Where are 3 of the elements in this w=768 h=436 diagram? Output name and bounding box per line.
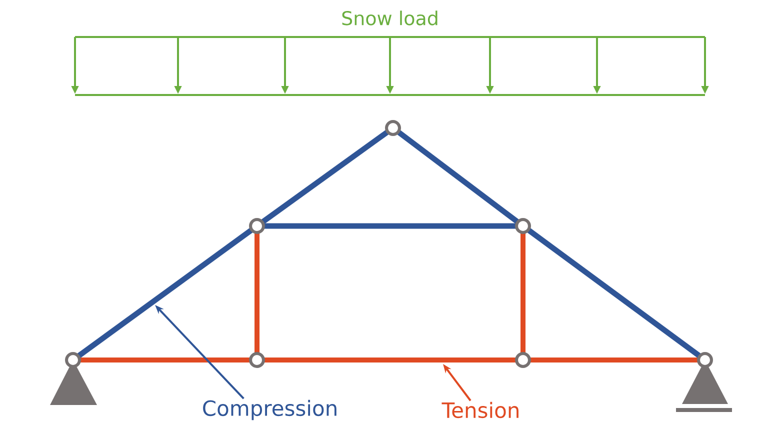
member-label: Tension: [442, 402, 518, 418]
member-label: Compression: [203, 400, 336, 420]
load-label: Snow load: [342, 10, 438, 26]
